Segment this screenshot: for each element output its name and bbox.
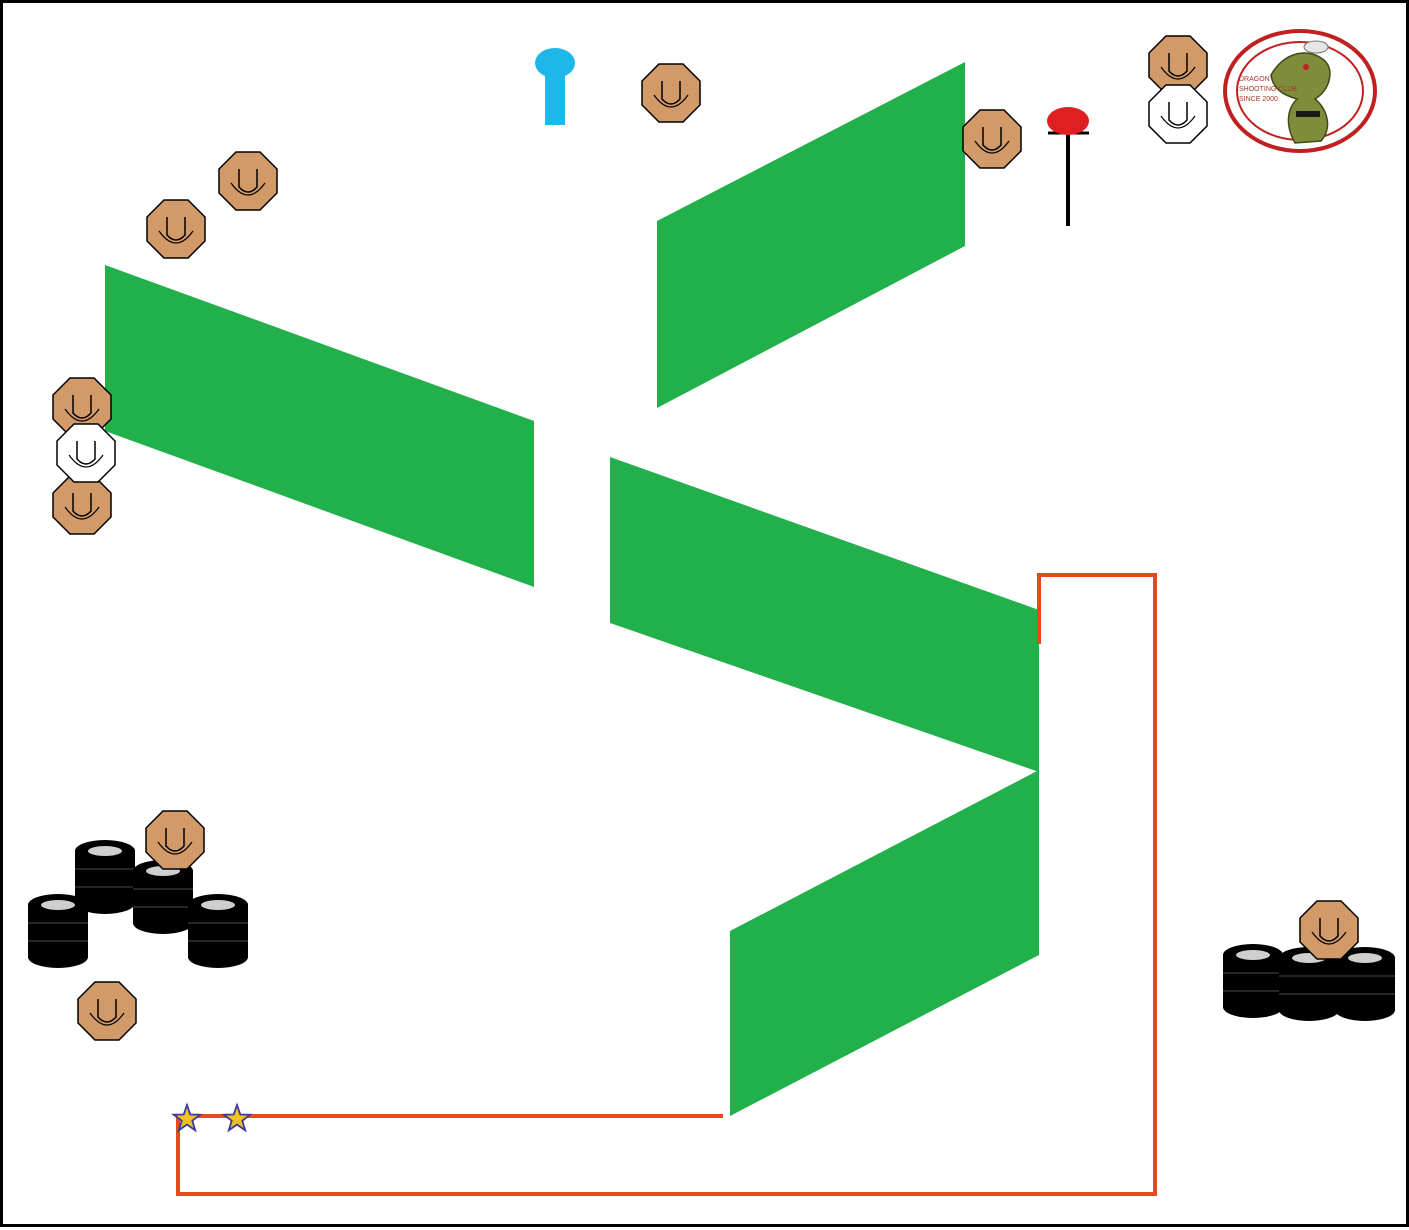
shoot-target	[962, 109, 1022, 169]
logo-line-1: DRAGON	[1239, 76, 1270, 83]
wall-middle	[610, 457, 1039, 772]
shoot-target	[1299, 900, 1359, 960]
shoot-target	[77, 981, 137, 1041]
wall-top-right	[657, 62, 965, 408]
logo-line-2: SHOOTING CLUB	[1239, 86, 1297, 93]
tire-stack	[27, 893, 89, 969]
shoot-target	[218, 151, 278, 211]
popper-steel	[535, 48, 575, 125]
shoot-target	[52, 475, 112, 535]
tire-stack-right	[1222, 943, 1396, 1022]
dragon-club-logo: DRAGON SHOOTING CLUB SINCE 2000	[1223, 29, 1377, 153]
shoot-target	[146, 199, 206, 259]
start-star	[222, 1104, 252, 1132]
tire-stack	[1334, 946, 1396, 1022]
tire-stack	[132, 859, 194, 935]
vision-barriers	[105, 62, 1039, 1116]
wall-lower	[730, 770, 1039, 1116]
stage-svg: DRAGON SHOOTING CLUB SINCE 2000	[27, 29, 1396, 1196]
tire-stack-left	[27, 839, 249, 969]
wall-left	[105, 265, 534, 587]
logo-line-3: SINCE 2000	[1239, 96, 1278, 103]
tire-stack	[1222, 943, 1284, 1019]
no-shoot-target	[56, 423, 116, 483]
tire-stack	[187, 893, 249, 969]
plate-steel	[1047, 107, 1089, 226]
shoot-target	[145, 810, 205, 870]
shoot-target	[641, 63, 701, 123]
no-shoot-target	[1148, 84, 1208, 144]
